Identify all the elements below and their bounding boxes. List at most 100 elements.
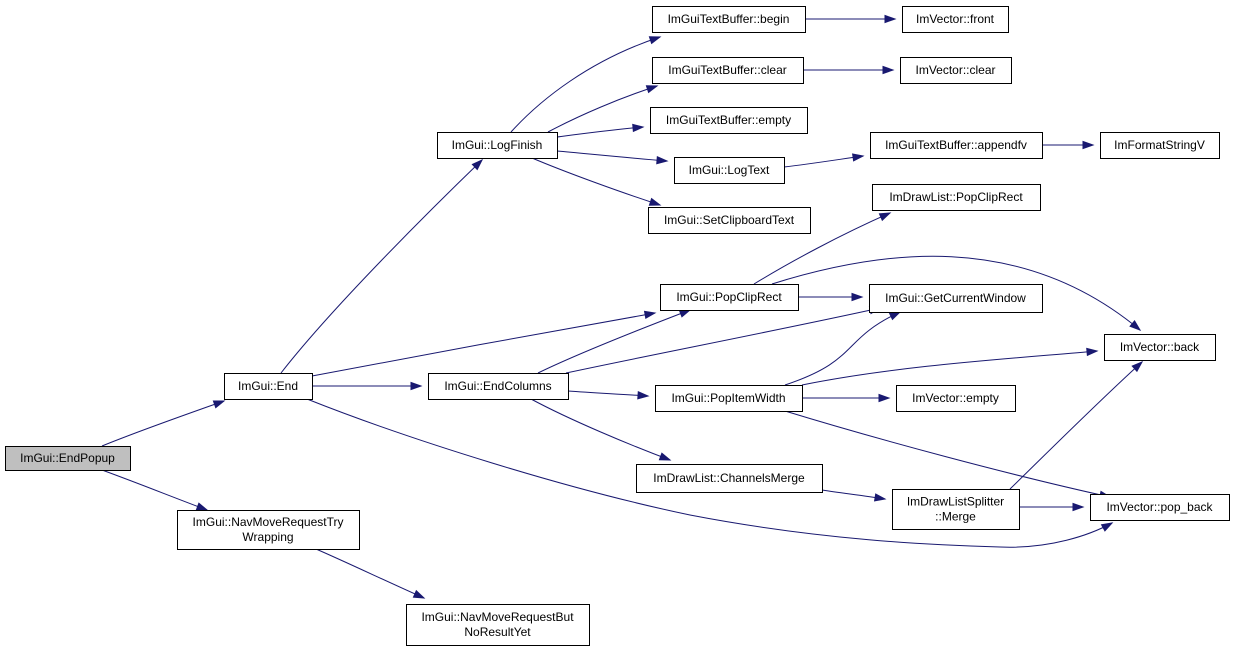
edge-popitemwidth-to-vec_empty <box>802 393 891 403</box>
function-node-popcliprect[interactable]: ImGui::PopClipRect <box>660 284 799 311</box>
function-node-splitmerge[interactable]: ImDrawListSplitter::Merge <box>892 489 1020 530</box>
arrowhead-icon <box>851 292 864 302</box>
arrowhead-icon <box>632 123 645 133</box>
node-label: ImDrawList::PopClipRect <box>889 190 1023 204</box>
edge-line <box>315 548 425 599</box>
edge-end-to-vec_popback <box>306 398 1114 548</box>
arrowhead-icon <box>1131 360 1144 373</box>
arrowhead-icon <box>882 65 895 75</box>
function-node-vec-popback[interactable]: ImVector::pop_back <box>1090 494 1230 521</box>
edge-line <box>530 398 671 461</box>
edge-line <box>801 350 1098 386</box>
node-box <box>900 57 1012 84</box>
function-node-channelsmerge[interactable]: ImDrawList::ChannelsMerge <box>636 464 823 493</box>
function-node-vec-back[interactable]: ImVector::back <box>1104 334 1216 361</box>
function-node-tb-begin[interactable]: ImGuiTextBuffer::begin <box>652 6 806 33</box>
edge-appendfv-to-fmtv <box>1042 140 1095 150</box>
arrowhead-icon <box>195 502 209 511</box>
edge-endpopup-to-navtry <box>101 469 209 511</box>
arrowhead-icon <box>678 309 692 318</box>
node-box <box>869 284 1043 313</box>
node-label: ImGui::End <box>238 379 298 393</box>
node-label: ImGui::NavMoveRequestTry <box>193 515 344 529</box>
node-label: ImGui::PopClipRect <box>676 290 782 304</box>
node-label: ImGui::NavMoveRequestBut <box>421 610 574 624</box>
edge-line <box>556 126 644 138</box>
function-node-tb-empty[interactable]: ImGuiTextBuffer::empty <box>650 107 808 134</box>
function-node-end[interactable]: ImGui::End <box>224 373 313 400</box>
arrowhead-icon <box>1082 140 1095 150</box>
call-edges <box>101 14 1144 599</box>
edge-popcliprect-to-dl_popcliprect <box>753 212 892 285</box>
edge-line <box>537 309 691 374</box>
node-box <box>1104 334 1216 361</box>
function-node-endpopup[interactable]: ImGui::EndPopup <box>5 446 131 471</box>
function-node-dl-popcliprect[interactable]: ImDrawList::PopClipRect <box>872 184 1041 211</box>
node-box <box>437 132 558 159</box>
edge-line <box>567 390 649 397</box>
node-label: ImVector::empty <box>912 391 999 405</box>
function-node-popitemwidth[interactable]: ImGui::PopItemWidth <box>655 385 803 412</box>
node-label: ImGuiTextBuffer::begin <box>668 12 790 26</box>
function-node-logfinish[interactable]: ImGui::LogFinish <box>437 132 558 159</box>
arrowhead-icon <box>656 155 669 165</box>
node-label: ImGui::EndColumns <box>444 379 551 393</box>
function-node-appendfv[interactable]: ImGuiTextBuffer::appendfv <box>870 132 1043 159</box>
arrowhead-icon <box>645 85 659 94</box>
node-label: ImGui::LogFinish <box>452 138 543 152</box>
node-label: ImGuiTextBuffer::clear <box>668 63 787 77</box>
function-node-getcurwin[interactable]: ImGui::GetCurrentWindow <box>869 284 1043 313</box>
function-node-tb-clear[interactable]: ImGuiTextBuffer::clear <box>652 57 804 84</box>
node-box <box>1100 132 1220 159</box>
function-node-vec-empty[interactable]: ImVector::empty <box>896 385 1016 412</box>
function-node-vec-clear[interactable]: ImVector::clear <box>900 57 1012 84</box>
node-box <box>655 385 803 412</box>
edge-line <box>556 150 668 162</box>
function-node-vec-front[interactable]: ImVector::front <box>902 6 1009 33</box>
node-label: ImGui::SetClipboardText <box>664 213 795 227</box>
edge-channelsmerge-to-splitmerge <box>821 489 887 502</box>
edge-line <box>784 311 901 386</box>
edge-line <box>565 307 881 374</box>
edge-logfinish-to-tb_empty <box>556 123 645 138</box>
function-node-logtext[interactable]: ImGui::LogText <box>674 157 785 184</box>
node-box <box>674 157 785 184</box>
edge-navtry-to-navbut <box>315 548 426 599</box>
function-node-setclip[interactable]: ImGui::SetClipboardText <box>648 207 811 234</box>
arrowhead-icon <box>471 158 484 171</box>
node-label: ImGui::EndPopup <box>20 451 115 465</box>
node-label: ImVector::clear <box>915 63 995 77</box>
edge-line <box>510 36 661 133</box>
edge-endcolumns-to-popcliprect <box>537 309 692 374</box>
node-label: ImGui::LogText <box>689 163 770 177</box>
edge-logfinish-to-setclip <box>531 157 662 206</box>
edge-endpopup-to-end <box>101 400 226 447</box>
edge-end-to-endcolumns <box>312 381 423 391</box>
edge-line <box>311 312 656 377</box>
arrowhead-icon <box>637 391 650 400</box>
node-box <box>224 373 313 400</box>
edge-end-to-popcliprect <box>311 310 657 377</box>
node-label: ImVector::pop_back <box>1106 500 1213 514</box>
node-box <box>406 604 590 646</box>
edge-endcolumns-to-popitemwidth <box>567 390 650 400</box>
function-node-endcolumns[interactable]: ImGui::EndColumns <box>428 373 569 400</box>
node-label: ::Merge <box>935 510 976 524</box>
node-label: ImGuiTextBuffer::appendfv <box>885 138 1027 152</box>
node-box <box>660 284 799 311</box>
function-node-fmtv[interactable]: ImFormatStringV <box>1100 132 1220 159</box>
edge-tb_begin-to-vec_front <box>805 14 897 24</box>
edge-line <box>783 155 864 168</box>
node-label: NoResultYet <box>464 625 531 639</box>
node-label: Wrapping <box>242 530 293 544</box>
edge-line <box>784 410 1111 498</box>
edge-tb_clear-to-vec_clear <box>803 65 895 75</box>
node-box <box>648 207 811 234</box>
arrowhead-icon <box>884 14 897 24</box>
edge-splitmerge-to-vec_popback <box>1018 502 1085 512</box>
edge-logfinish-to-logtext <box>556 150 669 165</box>
arrowhead-icon <box>648 36 662 45</box>
